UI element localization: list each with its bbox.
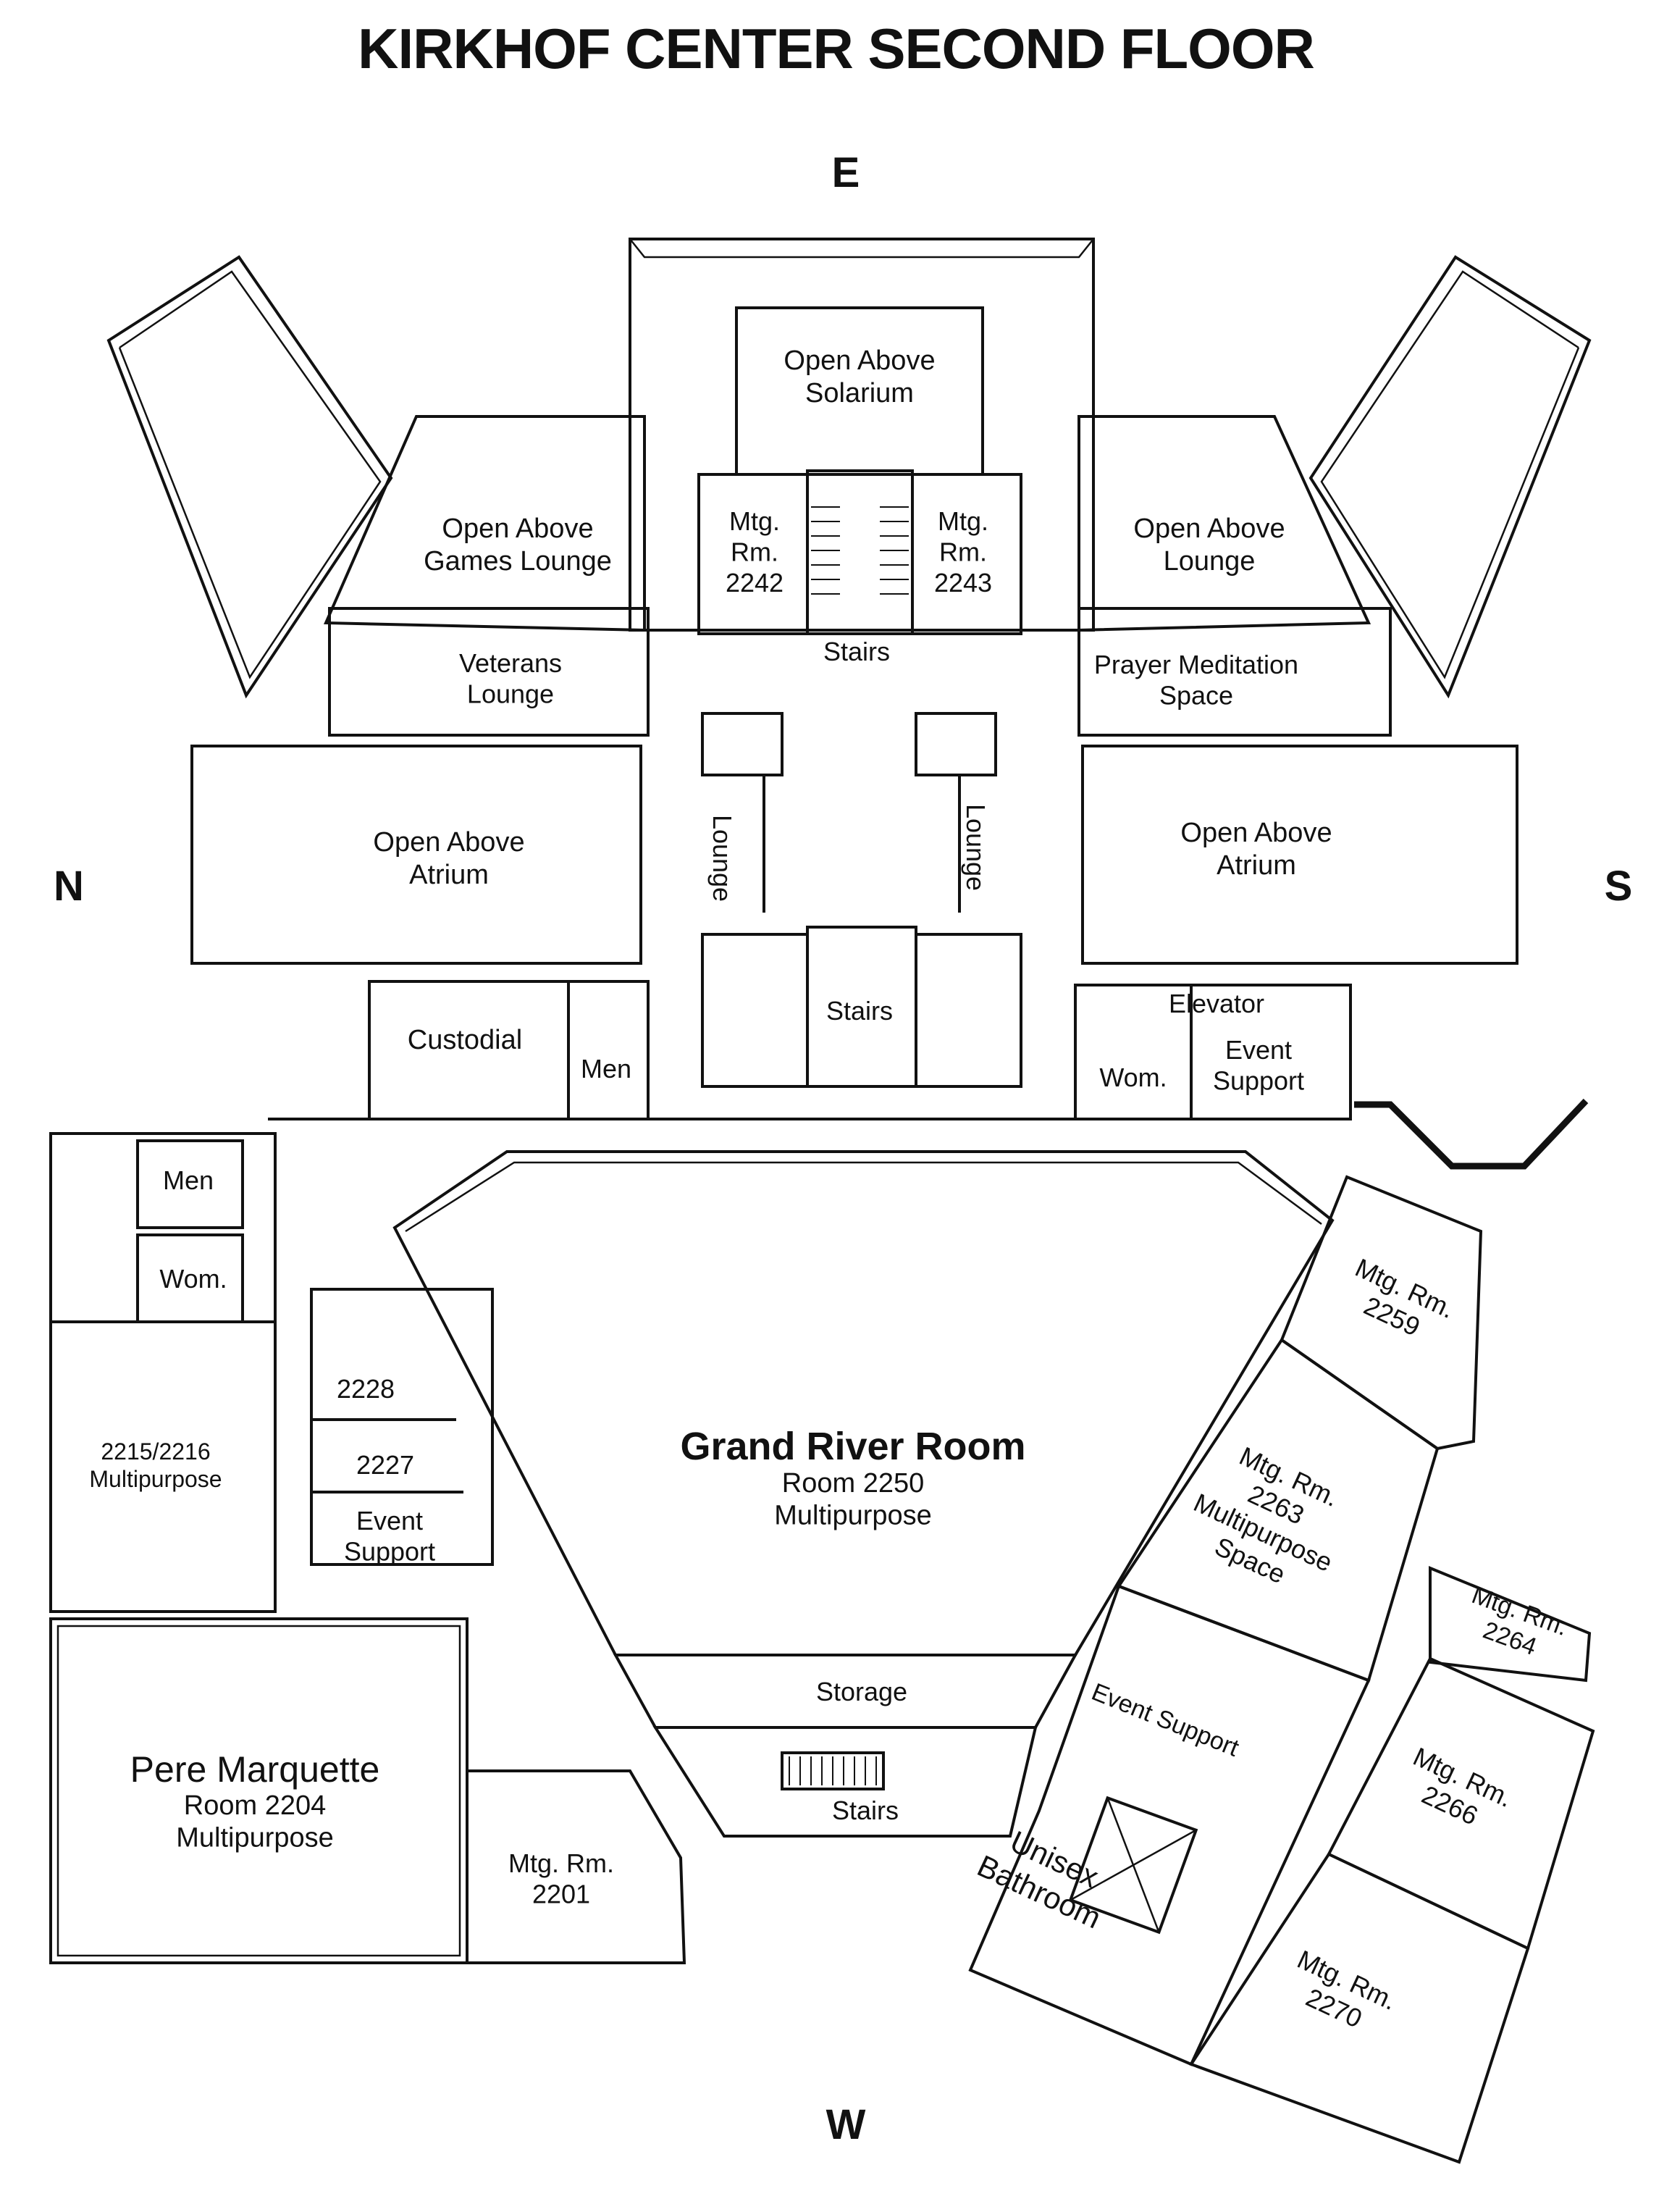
room-label-line: Lounge (1164, 546, 1256, 577)
room-label-line: Custodial (408, 1025, 522, 1055)
grand-river-walls (392, 1150, 1335, 1838)
room-label-line: Stairs (832, 1796, 899, 1825)
room-label-lounge-right: Lounge (961, 804, 991, 891)
room-label-line: Men (581, 1054, 631, 1084)
room-label-wom-center: Wom. (1099, 1063, 1167, 1092)
room-label-line: Mtg. Rm. (508, 1848, 614, 1878)
north-block (49, 1132, 686, 1964)
room-label-line: Room 2250 (782, 1468, 924, 1499)
room-label-line: Open Above (373, 827, 524, 858)
room-label-mtg-2270: Mtg. Rm.2270 (1280, 1944, 1401, 2043)
room-label-line: Lounge (467, 679, 554, 708)
north-diagonal-wing (106, 255, 650, 737)
room-label-line: Prayer Meditation (1094, 650, 1298, 679)
room-label-line: Lounge (961, 804, 991, 891)
room-label-mtg-2259: Mtg. Rm.2259 (1337, 1252, 1459, 1352)
compass-north: N (54, 863, 84, 910)
room-label-line: Open Above (442, 514, 593, 544)
room-label-line: Games Lounge (424, 546, 612, 577)
service-row (268, 980, 1352, 1120)
room-label-line: 2227 (356, 1450, 414, 1480)
south-block (968, 1098, 1595, 2164)
room-label-line: Wom. (159, 1264, 227, 1294)
room-label-men-center: Men (581, 1054, 631, 1084)
room-label-line: Mtg. (729, 506, 780, 536)
room-label-line: Multipurpose (774, 1501, 932, 1531)
room-label-line: Solarium (805, 378, 914, 409)
room-label-line: Stairs (826, 996, 893, 1026)
room-label-line: 2242 (726, 568, 784, 598)
room-label-line: 2243 (934, 568, 992, 598)
room-label-room-2228: 2228 (337, 1374, 395, 1404)
room-label-men-north: Men (163, 1165, 214, 1195)
compass-west: W (826, 2101, 866, 2148)
stairs-west-treads (789, 1756, 877, 1785)
room-label-mtg-2242: Mtg.Rm.2242 (726, 506, 784, 598)
room-label-mtg-2201: Mtg. Rm.2201 (508, 1848, 614, 1909)
room-label-line: Open Above (1133, 514, 1285, 544)
room-label-line: Rm. (939, 537, 987, 566)
room-label-line: 2215/2216 (101, 1438, 210, 1465)
room-label-storage: Storage (816, 1677, 907, 1706)
room-label-line: 2201 (532, 1879, 590, 1909)
atrium-block (190, 712, 1518, 1088)
room-label-mtg-2243: Mtg.Rm.2243 (934, 506, 992, 598)
room-label-line: Multipurpose (89, 1466, 222, 1492)
room-label-line: Rm. (731, 537, 778, 566)
room-label-mtg-2264: Mtg. Rm.2264 (1458, 1581, 1571, 1669)
room-label-stairs-east: Stairs (823, 637, 890, 666)
room-label-line: Storage (816, 1677, 907, 1706)
room-label-line: Event (1225, 1035, 1292, 1065)
room-label-line: Men (163, 1165, 214, 1195)
room-label-line: Atrium (1217, 850, 1296, 881)
room-label-room-2227: 2227 (356, 1450, 414, 1480)
room-label-line: Open Above (1180, 818, 1332, 848)
room-label-stairs-center: Stairs (826, 996, 893, 1026)
room-label-line: Support (344, 1536, 435, 1566)
room-label-elevator: Elevator (1169, 989, 1264, 1018)
page-title: KIRKHOF CENTER SECOND FLOOR (358, 17, 1315, 80)
room-label-line: Multipurpose (176, 1823, 334, 1853)
room-label-event-support-south: Event Support (1088, 1678, 1243, 1762)
room-label-lounge-left: Lounge (707, 815, 737, 902)
east-wing-walls (629, 238, 1095, 635)
room-label-line: Veterans (459, 648, 562, 678)
room-label-line: Atrium (409, 860, 489, 890)
stairs-east-treads (811, 506, 909, 595)
room-label-line: Support (1213, 1065, 1304, 1095)
room-label-stairs-west: Stairs (832, 1796, 899, 1825)
room-label-line: Space (1159, 680, 1233, 710)
room-label-line: Event Support (1088, 1678, 1243, 1762)
room-label-mtg-2266: Mtg. Rm.2266 (1395, 1741, 1517, 1840)
room-label-line: Open Above (784, 345, 935, 376)
room-label-custodial: Custodial (408, 1025, 522, 1055)
room-label-line: Mtg. (938, 506, 988, 536)
room-label-wom-north: Wom. (159, 1264, 227, 1294)
room-label-line: Wom. (1099, 1063, 1167, 1092)
south-diagonal-wing (1077, 255, 1592, 737)
room-label-line: Room 2204 (184, 1790, 326, 1821)
compass-south: S (1604, 863, 1633, 910)
room-label-line: Grand River Room (680, 1425, 1025, 1468)
room-label-line: Lounge (707, 815, 737, 902)
compass-east: E (831, 149, 860, 196)
room-label-line: Stairs (823, 637, 890, 666)
room-label-line: 2228 (337, 1374, 395, 1404)
room-label-line: Event (356, 1506, 423, 1536)
room-label-line: Pere Marquette (130, 1749, 380, 1790)
room-label-line: Elevator (1169, 989, 1264, 1018)
